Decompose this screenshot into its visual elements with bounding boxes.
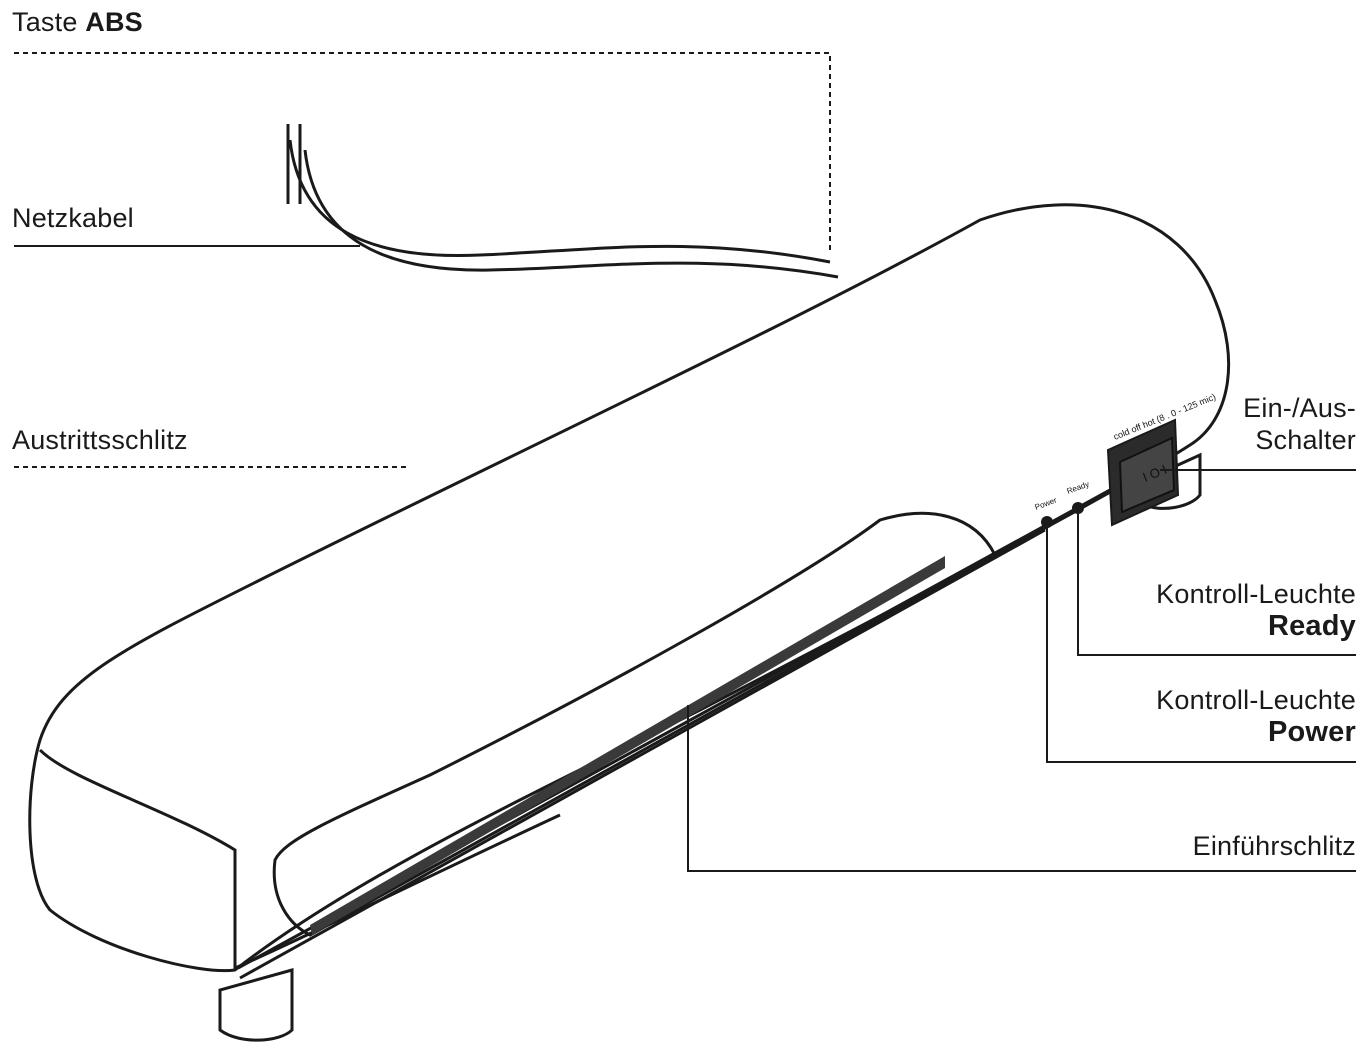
power-line1: Kontroll-Leuchte	[1156, 685, 1356, 715]
switch-line1: Ein-/Aus-	[1243, 393, 1356, 423]
abs-bold: ABS	[85, 7, 143, 37]
switch-line2: Schalter	[1255, 425, 1356, 455]
label-netzkabel: Netzkabel	[12, 203, 134, 233]
label-austrittsschlitz: Austrittsschlitz	[12, 425, 188, 455]
label-power: Kontroll-Leuchte Power	[1156, 684, 1356, 748]
label-ready: Kontroll-Leuchte Ready	[1156, 578, 1356, 642]
power-cable	[286, 124, 839, 279]
label-einfuehrschlitz: Einführschlitz	[1192, 831, 1356, 861]
insertion-slot	[310, 556, 945, 935]
ready-bold: Ready	[1267, 610, 1356, 642]
label-switch: Ein-/Aus- Schalter	[1243, 392, 1356, 456]
label-taste-abs: Taste ABS	[12, 6, 143, 38]
leader-abs	[14, 52, 831, 250]
leader-lines	[14, 52, 1356, 872]
leader-einfuehr	[687, 705, 1356, 872]
leader-ready	[1077, 514, 1356, 656]
ready-line1: Kontroll-Leuchte	[1156, 579, 1356, 609]
laminator-body	[28, 203, 1231, 1042]
power-bold: Power	[1267, 716, 1356, 748]
abs-prefix: Taste	[12, 7, 78, 37]
leader-power	[1046, 528, 1356, 763]
